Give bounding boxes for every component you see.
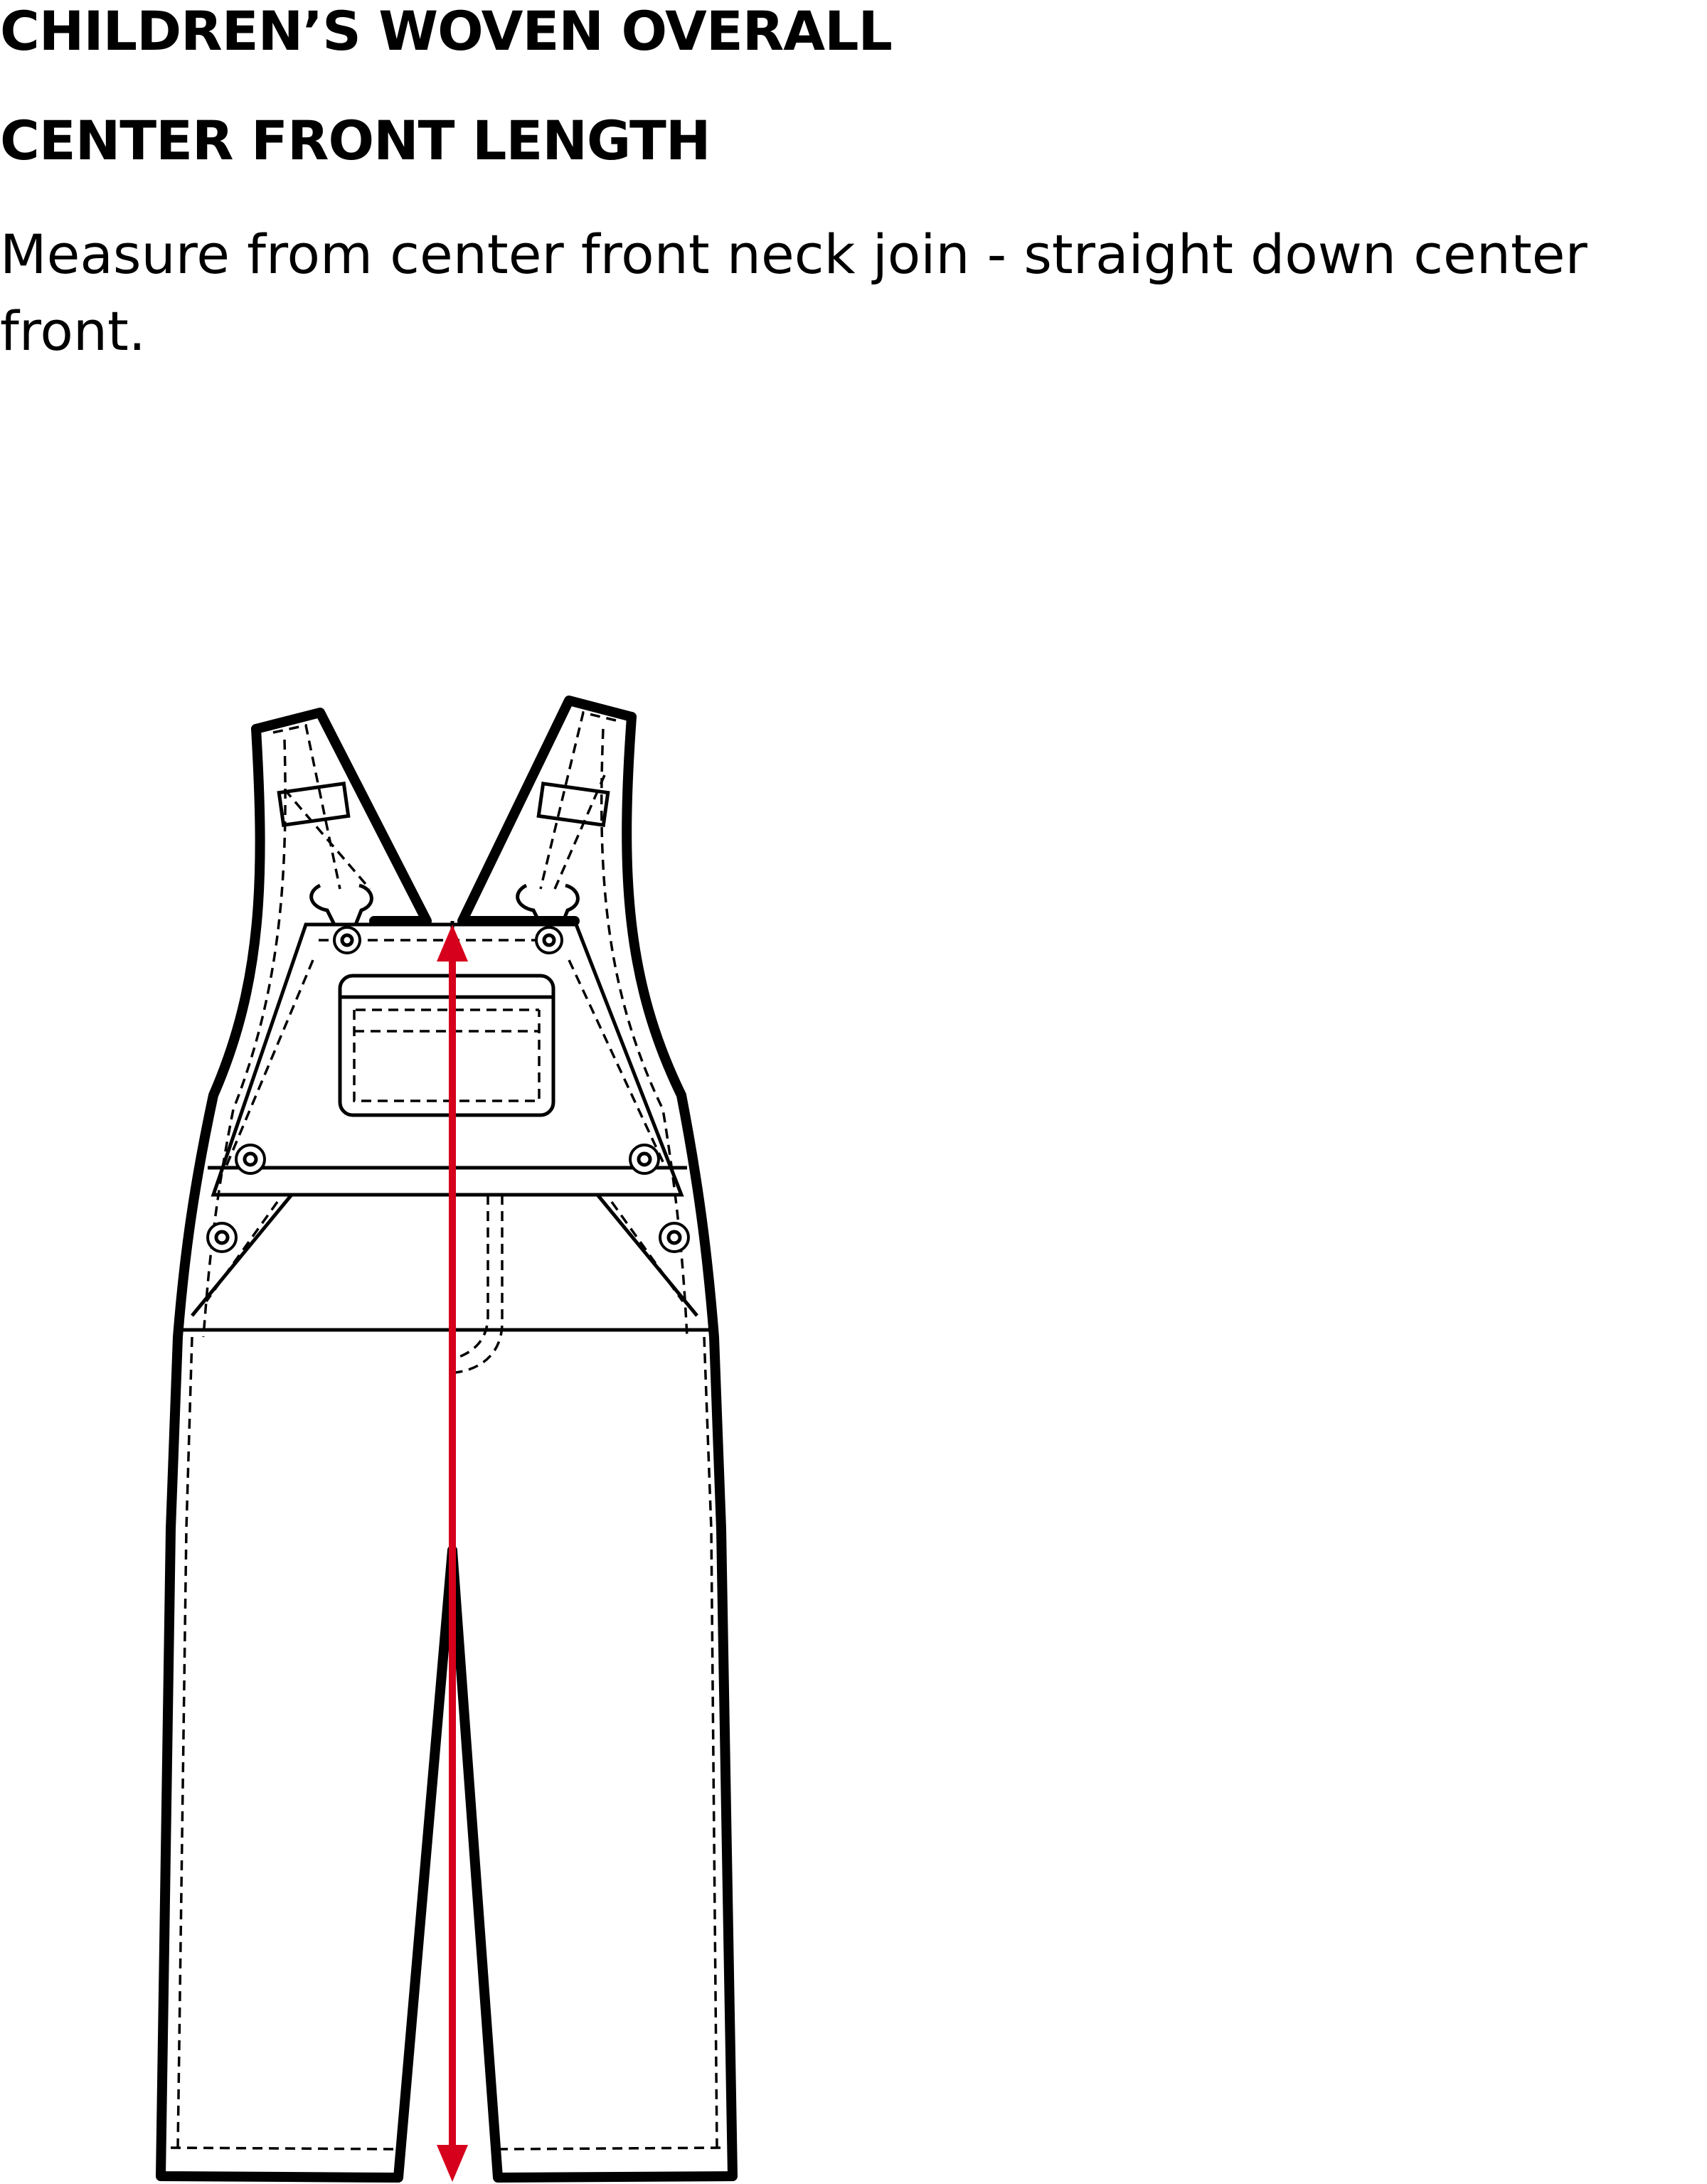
right-side-outline <box>447 712 738 2183</box>
front-fly <box>454 1195 489 1360</box>
right-strap <box>457 696 637 927</box>
arrowhead-bottom <box>437 2145 468 2182</box>
left-side-outline <box>156 724 457 2183</box>
overall-flat-sketch <box>156 696 738 2183</box>
center-front-length-arrow <box>437 925 468 2182</box>
document-title: CHILDREN’S WOVEN OVERALL <box>0 0 893 63</box>
right-side-pocket <box>596 1193 698 1317</box>
left-strap <box>251 708 432 927</box>
left-side-pocket <box>191 1193 293 1317</box>
bib-buttons <box>206 926 690 1253</box>
arrowhead-top <box>437 925 468 962</box>
measurement-title: CENTER FRONT LENGTH <box>0 109 711 172</box>
measurement-instructions: Measure from center front neck join - st… <box>0 223 1588 363</box>
bib-pocket <box>338 974 555 1117</box>
